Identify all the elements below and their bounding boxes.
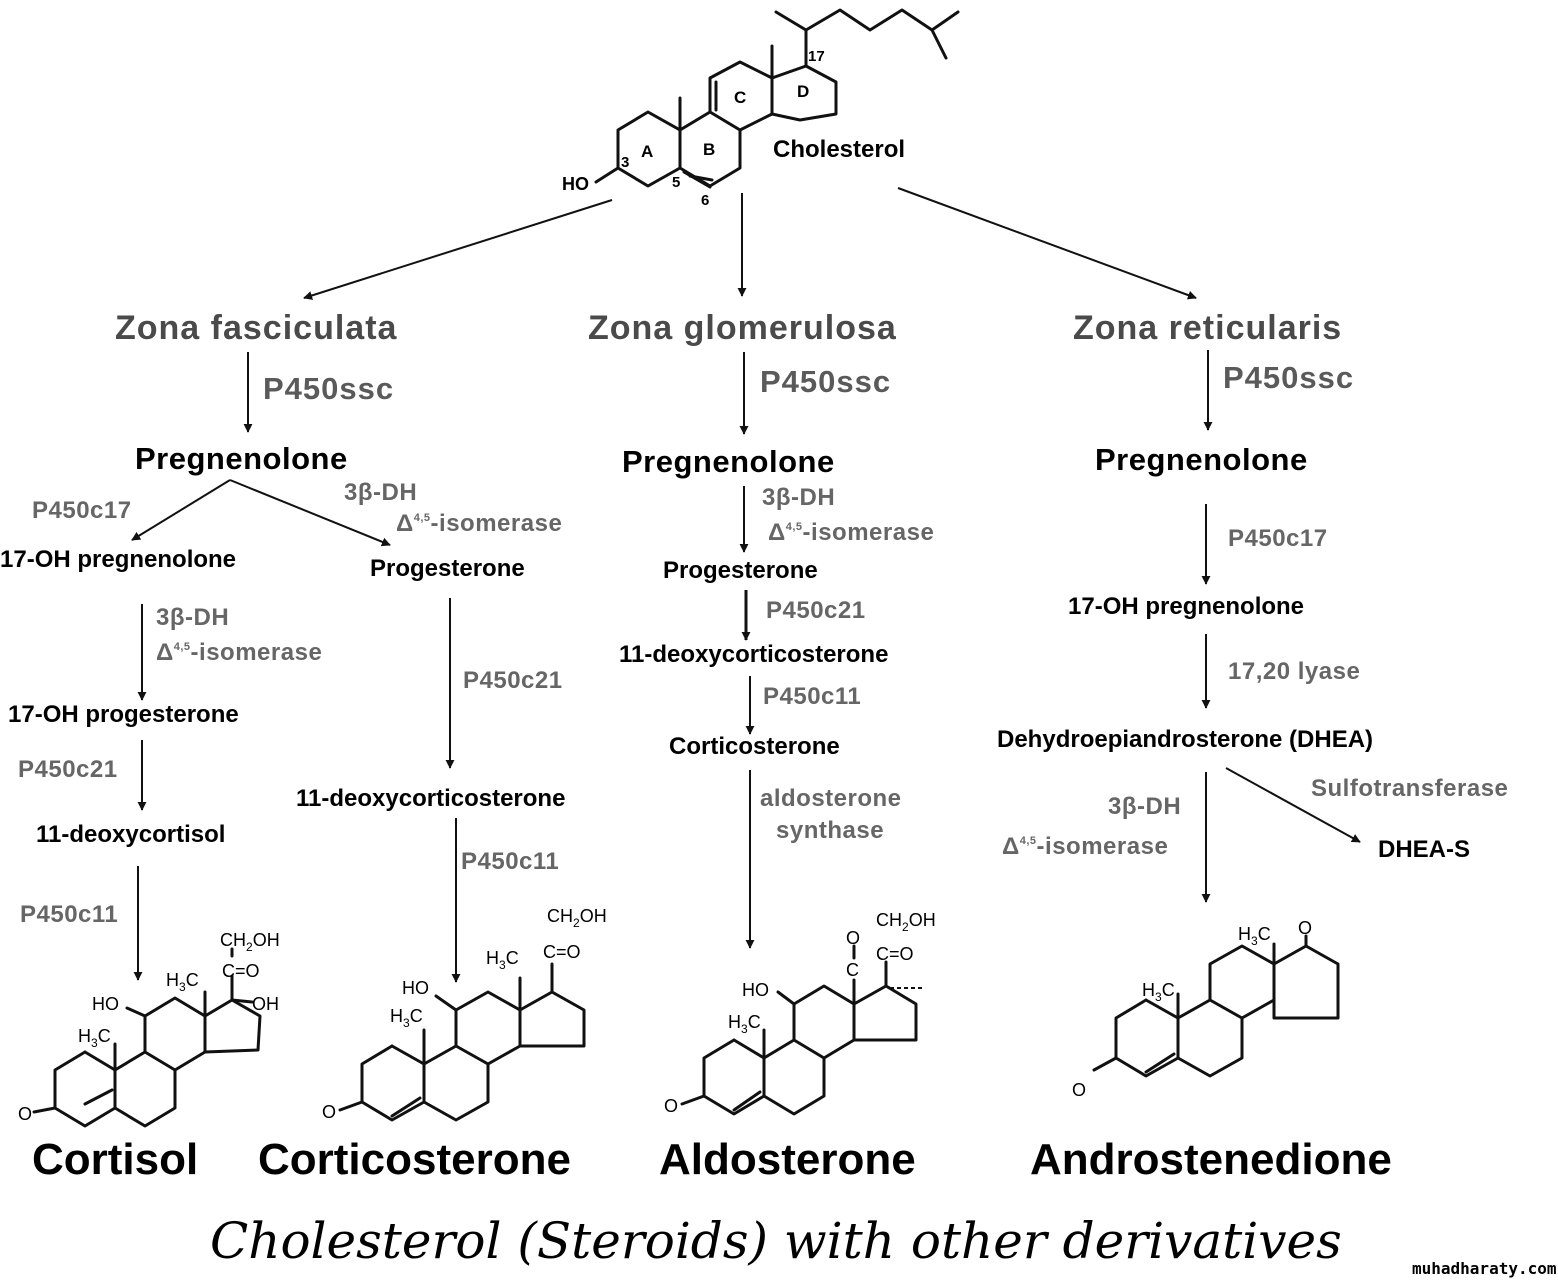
compound-dhea: Dehydroepiandrosterone (DHEA) [997,726,1373,753]
enzyme-aldosterone-synthase-line2: synthase [776,817,884,844]
svg-text:HO: HO [742,980,769,1000]
enzyme-p450c21-fasciculata: P450c21 [18,756,118,783]
aldosterone-structure: O HO H3C O C C=O CH2OH [664,910,936,1116]
enzyme-3bdh-fasciculata-b: 3β-DH [156,604,229,631]
ring-b-label: B [703,140,715,159]
carbon-5: 5 [672,174,680,191]
compound-17oh-progesterone: 17-OH progesterone [8,701,239,728]
svg-text:CH2OH: CH2OH [547,906,607,930]
cortisol-structure: O HO H3C H3C OH C=O CH2OH [18,930,280,1128]
compound-11-deoxycorticosterone-glomerulosa: 11-deoxycorticosterone [619,641,888,668]
compound-11-deoxycorticosterone-fasciculata: 11-deoxycorticosterone [296,785,565,812]
svg-text:O: O [322,1102,336,1122]
enzyme-p450c11-fasciculata: P450c11 [20,901,118,928]
enzyme-p450c21-glomerulosa: P450c21 [766,597,866,624]
androstenedione-structure: O H3C H3C O [1072,918,1340,1100]
enzyme-p450c21-corticosterone-path: P450c21 [463,667,563,694]
carbon-6: 6 [701,192,709,209]
ring-a-label: A [641,142,653,161]
carbon-3: 3 [621,154,629,171]
svg-text:O: O [846,928,860,948]
enzyme-isomerase-glomerulosa: Δ4,5-isomerase [768,519,934,546]
svg-text:CH2OH: CH2OH [876,910,936,934]
svg-text:HO: HO [92,994,119,1014]
enzyme-aldosterone-synthase-line1: aldosterone [760,785,902,812]
enzyme-p450ssc-fasciculata: P450ssc [263,371,394,406]
svg-text:H3C: H3C [1238,924,1271,948]
product-cortisol: Cortisol [32,1135,198,1184]
zone-reticularis: Zona reticularis [1073,309,1342,347]
enzyme-3bdh-fasciculata-a: 3β-DH [344,479,417,506]
svg-text:H3C: H3C [166,970,199,994]
compound-11-deoxycortisol: 11-deoxycortisol [36,821,225,848]
enzyme-isomerase-reticularis: Δ4,5-isomerase [1002,833,1168,860]
cholesterol-ho: HO [562,174,589,194]
enzyme-3bdh-reticularis: 3β-DH [1108,793,1181,820]
ring-c-label: C [734,88,746,107]
pregnenolone-glomerulosa: Pregnenolone [622,444,835,479]
corticosterone-structure: O HO H3C H3C C=O CH2OH [322,906,607,1122]
svg-text:O: O [664,1096,678,1116]
enzyme-p450c17-fasciculata: P450c17 [32,497,132,524]
ring-d-label: D [797,82,809,101]
product-corticosterone: Corticosterone [258,1135,571,1184]
enzyme-sulfotransferase: Sulfotransferase [1311,775,1508,802]
zone-fasciculata: Zona fasciculata [115,309,398,347]
zone-glomerulosa: Zona glomerulosa [588,309,897,347]
enzyme-p450c17-reticularis: P450c17 [1228,525,1328,552]
svg-text:HO: HO [402,978,429,998]
compound-progesterone-glomerulosa: Progesterone [663,557,818,584]
svg-text:C=O: C=O [222,961,260,981]
cholesterol-structure [594,8,960,189]
svg-text:C=O: C=O [876,944,914,964]
svg-text:C: C [846,960,859,980]
svg-text:OH: OH [252,994,279,1014]
pregnenolone-fasciculata: Pregnenolone [135,441,348,476]
svg-text:H3C: H3C [728,1012,761,1036]
enzyme-p450c11-corticosterone-path: P450c11 [461,848,559,875]
enzyme-isomerase-fasciculata-b: Δ4,5-isomerase [156,639,322,666]
enzyme-3bdh-glomerulosa: 3β-DH [762,484,835,511]
enzyme-p450c11-glomerulosa: P450c11 [763,683,861,710]
svg-text:O: O [18,1104,32,1124]
figure-caption: Cholesterol (Steroids) with other deriva… [210,1212,1342,1270]
pathway-arrows [131,187,1361,983]
svg-text:H3C: H3C [390,1006,423,1030]
svg-text:H3C: H3C [486,948,519,972]
carbon-17: 17 [808,48,825,65]
svg-text:O: O [1298,918,1312,938]
watermark: muhadharaty.com [1412,1259,1557,1278]
product-androstenedione: Androstenedione [1030,1135,1392,1184]
svg-text:H3C: H3C [78,1026,111,1050]
enzyme-p450ssc-reticularis: P450ssc [1223,360,1354,395]
compound-corticosterone-glomerulosa: Corticosterone [669,733,840,760]
svg-text:O: O [1072,1080,1086,1100]
compound-dhea-s: DHEA-S [1378,836,1470,863]
product-aldosterone: Aldosterone [659,1135,916,1184]
pregnenolone-reticularis: Pregnenolone [1095,442,1308,477]
cholesterol-label: Cholesterol [773,136,905,163]
enzyme-isomerase-fasciculata-a: Δ4,5-isomerase [396,510,562,537]
enzyme-17-20-lyase: 17,20 lyase [1228,658,1360,685]
svg-text:C=O: C=O [543,942,581,962]
svg-text:CH2OH: CH2OH [220,930,280,954]
enzyme-p450ssc-glomerulosa: P450ssc [760,364,891,399]
compound-17oh-pregnenolone-reticularis: 17-OH pregnenolone [1068,593,1304,620]
compound-17oh-pregnenolone-fasciculata: 17-OH pregnenolone [0,546,236,573]
svg-text:H3C: H3C [1142,980,1175,1004]
compound-progesterone-fasciculata: Progesterone [370,555,525,582]
